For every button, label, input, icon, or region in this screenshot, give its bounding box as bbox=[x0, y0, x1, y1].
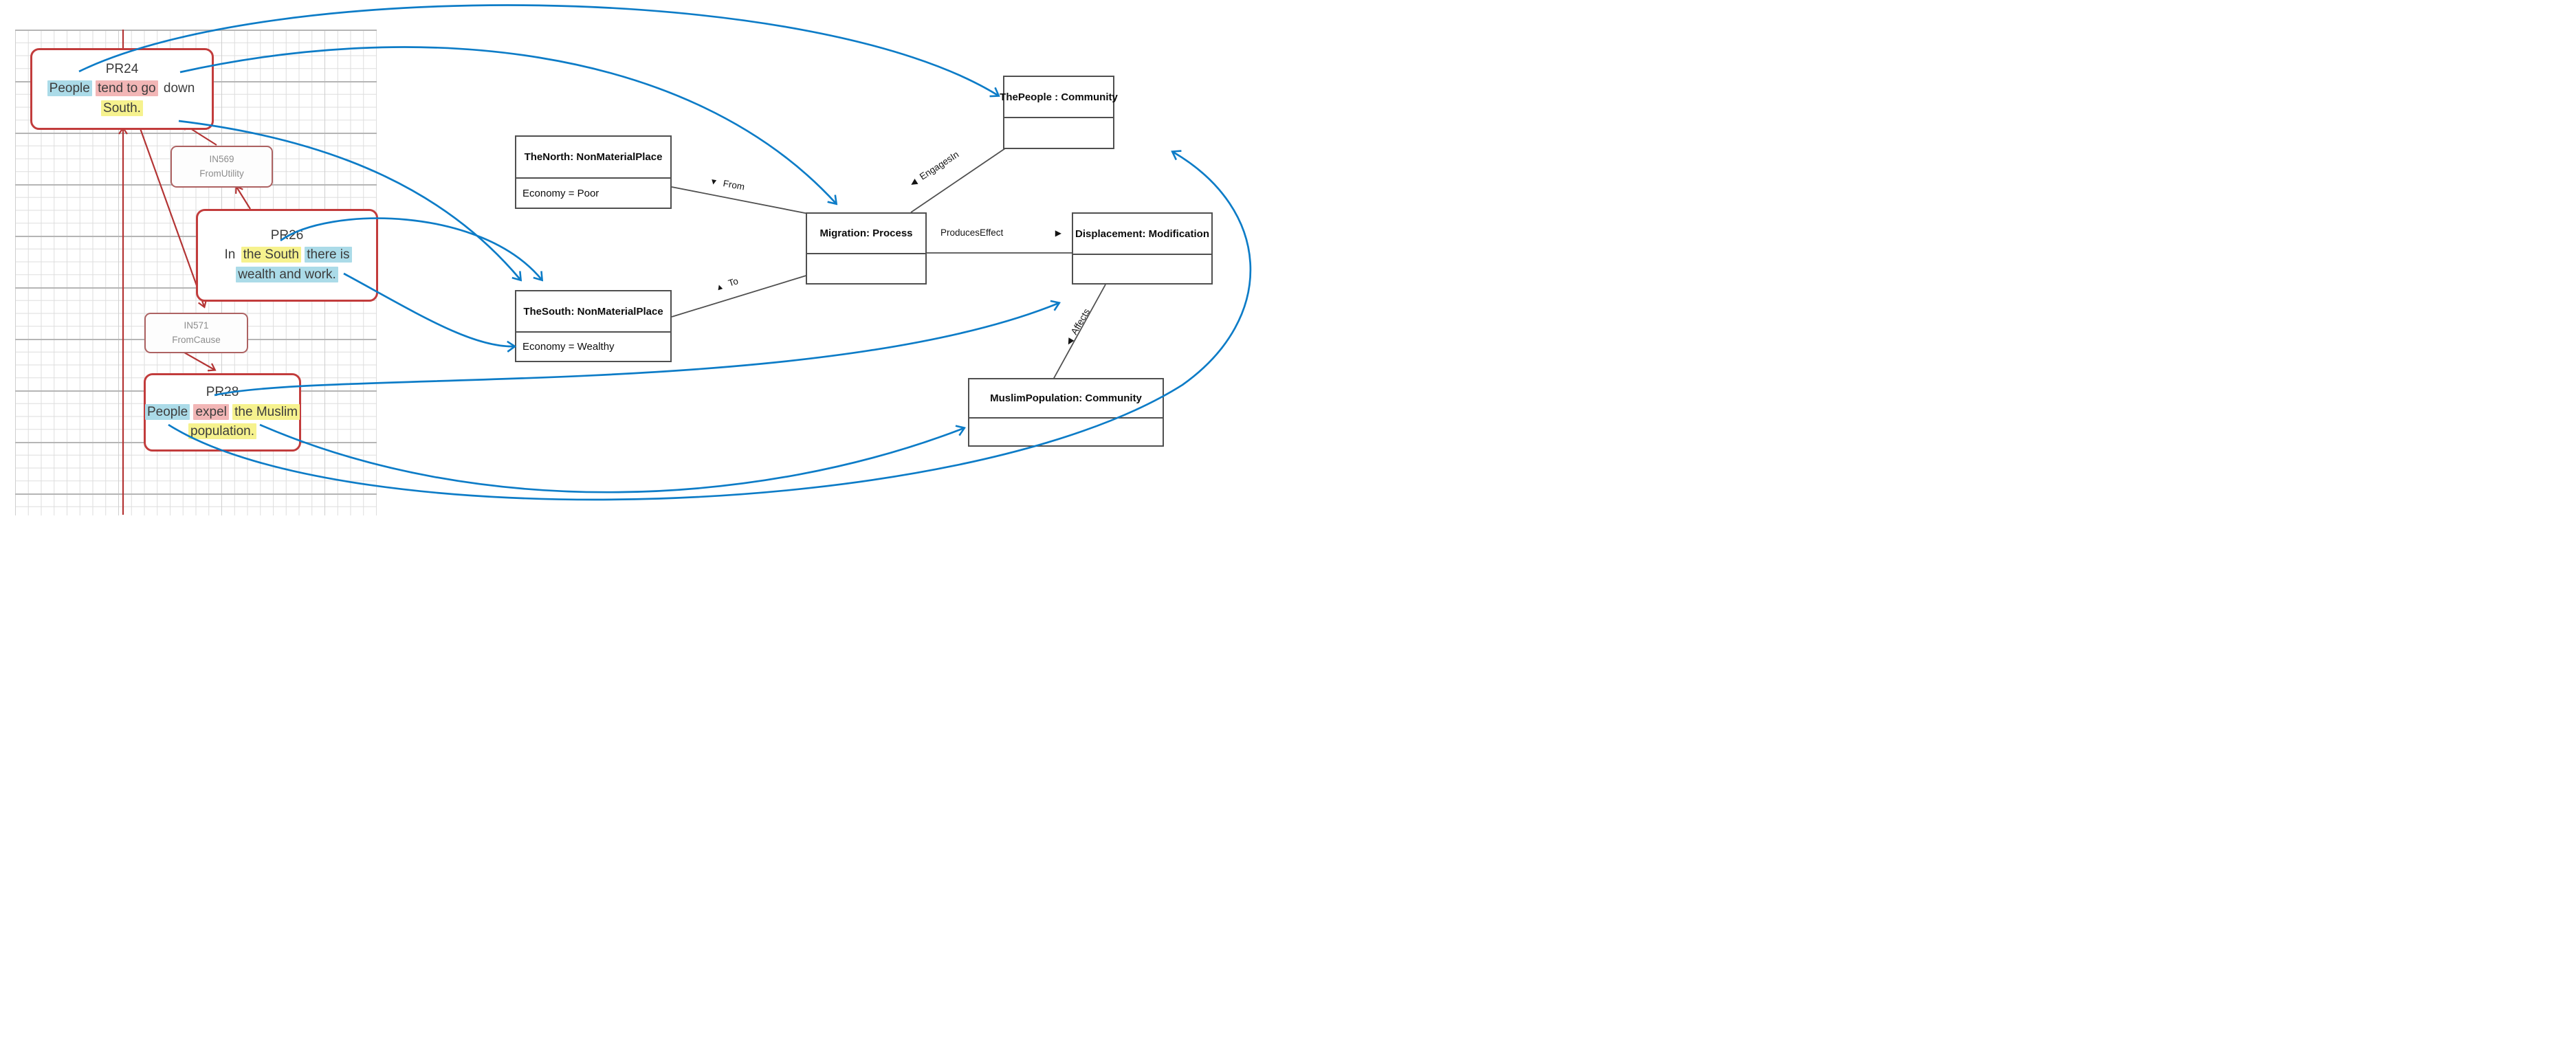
highlight-segment: population. bbox=[188, 423, 256, 440]
text-segment: In bbox=[224, 247, 236, 263]
entity-box-migration[interactable]: Migration: Process bbox=[806, 212, 927, 285]
highlight-segment: the South bbox=[241, 247, 301, 263]
annotation-id: PR24 bbox=[105, 61, 139, 76]
entity-attribute bbox=[1004, 118, 1113, 148]
highlight-segment: tend to go bbox=[96, 80, 158, 97]
relation-label-text: From bbox=[722, 178, 746, 192]
relation-label-produceseffect: ProducesEffect ▶ bbox=[940, 227, 1061, 238]
annotation-box-pr26[interactable]: PR26 In the South there is wealth and wo… bbox=[196, 209, 378, 302]
annotation-box-in569[interactable]: IN569 FromUtility bbox=[170, 146, 273, 188]
highlight-segment: People bbox=[47, 80, 92, 97]
relation-label-text: EngagesIn bbox=[917, 148, 961, 182]
entity-title: Displacement: Modification bbox=[1073, 214, 1211, 255]
annotation-text-line: People tend to go down bbox=[47, 79, 197, 99]
highlight-segment: wealth and work. bbox=[236, 266, 338, 282]
highlight-segment: expel bbox=[193, 403, 229, 420]
entity-box-muslimpopulation[interactable]: MuslimPopulation: Community bbox=[968, 378, 1164, 447]
relation-direction-triangle-icon: ▲ bbox=[714, 280, 725, 293]
relation-label-text: To bbox=[727, 276, 740, 289]
relation-label-affects: ◀ Affects bbox=[1063, 307, 1092, 347]
annotation-text-line: South. bbox=[101, 99, 143, 119]
annotation-id: IN569 bbox=[209, 154, 234, 165]
entity-title: TheNorth: NonMaterialPlace bbox=[516, 137, 670, 179]
annotation-text-line: population. bbox=[188, 422, 256, 442]
entity-title: TheSouth: NonMaterialPlace bbox=[516, 291, 670, 333]
relation-label-engagesin: ◀ EngagesIn bbox=[907, 148, 961, 188]
entity-attribute bbox=[1073, 255, 1211, 283]
relation-label-from: ▼ From bbox=[709, 175, 745, 192]
highlight-segment: South. bbox=[101, 100, 143, 116]
entity-title: MuslimPopulation: Community bbox=[969, 379, 1163, 419]
entity-box-thenorth[interactable]: TheNorth: NonMaterialPlace Economy = Poo… bbox=[515, 135, 672, 209]
entity-attribute bbox=[969, 419, 1163, 445]
relation-direction-triangle-icon: ◀ bbox=[907, 176, 919, 188]
relation-label-text: ProducesEffect bbox=[940, 227, 1004, 238]
annotation-box-in571[interactable]: IN571 FromCause bbox=[144, 313, 248, 353]
relation-label-to: ▲ To bbox=[714, 276, 740, 293]
annotation-id: PR28 bbox=[206, 385, 239, 400]
highlight-segment: People bbox=[145, 403, 190, 420]
annotation-relation-type: FromUtility bbox=[199, 168, 244, 179]
entity-attribute: Economy = Poor bbox=[522, 187, 599, 199]
line-thesouth-migration bbox=[671, 274, 809, 318]
annotation-id: PR26 bbox=[270, 227, 304, 243]
entity-box-displacement[interactable]: Displacement: Modification bbox=[1072, 212, 1213, 285]
annotation-box-pr24[interactable]: PR24 People tend to go down South. bbox=[30, 48, 214, 130]
entity-attribute: Economy = Wealthy bbox=[522, 341, 615, 353]
annotation-text-line: In the South there is bbox=[222, 245, 352, 265]
entity-box-thepeople[interactable]: ThePeople : Community bbox=[1000, 76, 1118, 149]
highlight-segment: the Muslim bbox=[232, 403, 300, 420]
annotation-text-line: wealth and work. bbox=[236, 265, 338, 285]
text-segment: down bbox=[163, 81, 195, 96]
entity-box-thesouth[interactable]: TheSouth: NonMaterialPlace Economy = Wea… bbox=[515, 290, 672, 362]
relation-direction-triangle-icon: ▶ bbox=[1055, 227, 1061, 238]
annotation-relation-type: FromCause bbox=[172, 334, 221, 345]
relation-direction-triangle-icon: ▼ bbox=[709, 175, 719, 187]
annotation-text-line: People expel the Muslim bbox=[145, 403, 300, 423]
highlight-segment: there is bbox=[305, 247, 352, 263]
annotation-box-pr28[interactable]: PR28 People expel the Muslim population. bbox=[144, 373, 301, 452]
entity-title: ThePeople : Community bbox=[1000, 77, 1118, 118]
diagram-canvas: PR24 People tend to go down South. IN569… bbox=[0, 0, 1288, 528]
relation-direction-triangle-icon: ◀ bbox=[1063, 336, 1075, 347]
relation-label-text: Affects bbox=[1068, 307, 1092, 337]
entity-title: Migration: Process bbox=[807, 214, 925, 254]
entity-attribute bbox=[807, 254, 925, 283]
annotation-id: IN571 bbox=[184, 320, 209, 331]
